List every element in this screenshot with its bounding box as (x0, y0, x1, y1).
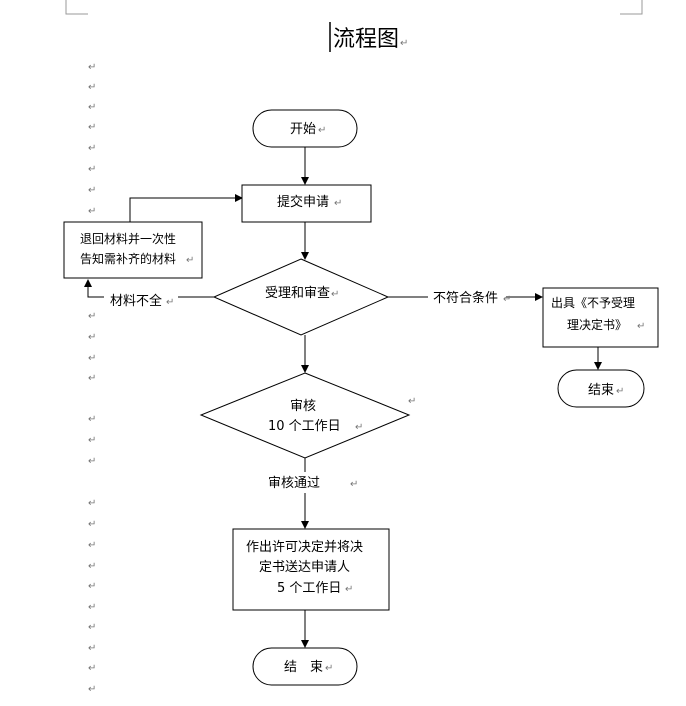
paragraph-mark: ↵ (88, 82, 96, 93)
incomplete-label: 材料不全 (110, 293, 162, 309)
paragraph-mark: ↵ (88, 311, 96, 322)
end-label: 结 束 (284, 660, 323, 675)
document-title: 流程图 (333, 27, 399, 52)
page-corner-top-left (65, 0, 88, 15)
paragraph-mark: ↵ (88, 643, 96, 654)
decision-node: 作出许可决定并将决 定书送达申请人 5 个工作日 ↵ (232, 528, 390, 611)
submit-node: 提交申请 ↵ (241, 184, 372, 223)
paragraph-mark: ↵ (88, 498, 96, 509)
paragraph-mark: ↵ (88, 373, 96, 384)
paragraph-mark: ↵ (88, 164, 96, 175)
paragraph-mark: ↵ (345, 584, 353, 595)
paragraph-mark: ↵ (88, 561, 96, 572)
paragraph-mark: ↵ (88, 622, 96, 633)
return-materials-line-2: 告知需补齐的材料 (80, 251, 176, 266)
paragraph-mark: ↵ (88, 456, 96, 467)
paragraph-mark: ↵ (88, 143, 96, 154)
paragraph-mark: ↵ (88, 353, 96, 364)
paragraph-mark: ↵ (331, 289, 339, 300)
paragraph-mark: ↵ (88, 435, 96, 446)
return-materials-line-1: 退回材料并一次性 (80, 232, 176, 246)
paragraph-mark: ↵ (318, 125, 326, 136)
paragraph-mark: ↵ (408, 396, 416, 407)
audit-line-1: 审核 (290, 399, 316, 414)
paragraph-mark: ↵ (88, 540, 96, 551)
submit-label: 提交申请 (277, 194, 329, 210)
paragraph-mark: ↵ (88, 414, 96, 425)
end-reject-node: 结束 ↵ (557, 369, 645, 408)
paragraph-mark: ↵ (616, 386, 624, 397)
end-reject-label: 结束 (588, 383, 614, 398)
paragraph-mark: ↵ (88, 185, 96, 196)
paragraph-mark: ↵ (88, 62, 96, 73)
rejection-node: 出具《不予受理 理决定书》 ↵ (542, 287, 659, 348)
paragraph-mark: ↵ (400, 38, 408, 49)
arrow-incomplete-to-return (84, 279, 104, 298)
review-decision-node: 受理和审查 ↵ (212, 258, 390, 336)
return-materials-node: 退回材料并一次性 告知需补齐的材料 ↵ (63, 221, 203, 279)
decision-line-2: 定书送达申请人 (259, 560, 350, 575)
paragraph-mark: ↵ (325, 663, 333, 674)
paragraph-mark: ↵ (88, 332, 96, 343)
rejection-line-2: 理决定书》 (567, 317, 627, 332)
paragraph-mark: ↵ (88, 519, 96, 530)
audit-decision-node: 审核 10 个工作日 ↵ ↵ (199, 372, 416, 459)
audit-line-2: 10 个工作日 (268, 419, 341, 434)
decision-line-1: 作出许可决定并将决 (246, 540, 363, 555)
paragraph-mark: ↵ (88, 602, 96, 613)
paragraph-mark: ↵ (355, 422, 363, 433)
paragraph-mark: ↵ (334, 198, 342, 209)
audit-passed-label: 审核通过 (268, 476, 320, 491)
rejection-line-1: 出具《不予受理 (551, 296, 635, 310)
paragraph-mark: ↵ (88, 102, 96, 113)
paragraph-mark: ↵ (637, 321, 645, 332)
page-corner-top-right (620, 0, 643, 15)
start-label: 开始 (290, 122, 316, 137)
paragraph-mark: ↵ (350, 479, 358, 490)
paragraph-mark: ↵ (88, 684, 96, 695)
not-qualified-label: 不符合条件 (433, 290, 498, 306)
review-label: 受理和审查 (265, 286, 330, 301)
paragraph-mark: ↵ (88, 581, 96, 592)
paragraph-mark: ↵ (88, 206, 96, 217)
paragraph-mark: ↵ (186, 255, 194, 266)
paragraph-marks: ↵↵↵↵↵↵↵↵↵↵↵↵↵↵↵↵↵↵↵↵↵↵↵↵↵↵↵↵ (88, 62, 96, 695)
paragraph-mark: ↵ (88, 122, 96, 133)
paragraph-mark: ↵ (503, 294, 511, 305)
start-node: 开始 ↵ (252, 109, 358, 148)
end-node: 结 束 ↵ (252, 647, 358, 686)
arrow-return-to-submit (129, 194, 243, 222)
decision-line-3: 5 个工作日 (277, 581, 341, 596)
paragraph-mark: ↵ (88, 663, 96, 674)
paragraph-mark: ↵ (166, 297, 174, 308)
